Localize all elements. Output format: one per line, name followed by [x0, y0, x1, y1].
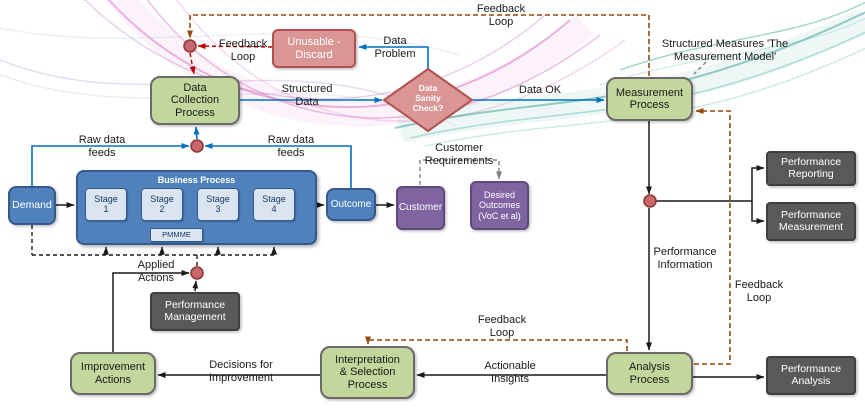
data-collection-process-node: Data Collection Process: [150, 76, 240, 125]
structured-measures-label: Structured Measures 'The Measurement Mod…: [661, 38, 789, 63]
performance-information-label: Performance Information: [653, 246, 717, 271]
applied-actions-label: Applied Actions: [137, 259, 175, 284]
business-process-title: Business Process: [157, 175, 236, 185]
feedback-loop-right-label: Feedback Loop: [734, 279, 784, 304]
edge-to-performance-measurement: [751, 201, 765, 224]
raw-data-feeds-right-label: Raw data feeds: [267, 134, 315, 159]
feedback-loop-bottom-label: Feedback Loop: [477, 314, 527, 339]
demand-node: Demand: [8, 186, 56, 225]
edge-to-performance-reporting: [751, 165, 765, 201]
stage-2-node: Stage 2: [141, 188, 183, 221]
performance-measurement-node: Performance Measurement: [766, 202, 856, 241]
connector-dot-raw-data: [190, 139, 204, 153]
interpretation-selection-process-node: Interpretation & Selection Process: [320, 346, 415, 399]
raw-data-feeds-left-label: Raw data feeds: [78, 134, 126, 159]
performance-reporting-node: Performance Reporting: [766, 151, 856, 186]
outcome-node: Outcome: [326, 188, 376, 221]
feedback-loop-top-label: Feedback Loop: [476, 3, 526, 28]
structured-data-label: Structured Data: [281, 83, 333, 108]
data-problem-label: Data Problem: [374, 35, 416, 60]
decisions-for-improvement-label: Decisions for Improvement: [208, 359, 274, 384]
edge-feedback-right-loop: [694, 108, 731, 365]
stage-3-node: Stage 3: [197, 188, 239, 221]
data-feed-edges: [31, 44, 605, 188]
stage-4-node: Stage 4: [253, 188, 295, 221]
data-ok-label: Data OK: [518, 84, 562, 96]
connector-dot-applied-actions: [190, 266, 204, 280]
analysis-process-node: Analysis Process: [606, 352, 693, 395]
improvement-actions-node: Improvement Actions: [70, 352, 156, 395]
stage-1-node: Stage 1: [85, 188, 127, 221]
feedback-loop-discard-label: Feedback Loop: [218, 38, 268, 63]
edge-junction-to-data-collection: [189, 52, 196, 75]
connector-dot-measurement: [643, 194, 657, 208]
data-sanity-check-label: Data Sanity Check?: [412, 83, 444, 113]
actionable-insights-label: Actionable Insights: [484, 360, 536, 385]
edge-feeds-to-data-collection: [193, 126, 200, 140]
customer-requirements-label: Customer Requirements: [424, 142, 494, 167]
performance-management-node: Performance Management: [150, 292, 240, 331]
edge-performance-management-to-junction: [192, 280, 199, 292]
connector-dot-discard: [183, 39, 197, 53]
measurement-process-node: Measurement Process: [606, 77, 693, 121]
performance-analysis-node: Performance Analysis: [766, 356, 856, 395]
unusable-discard-node: Unusable - Discard: [272, 29, 356, 68]
customer-node: Customer: [396, 186, 445, 230]
pmmme-node: PMMME: [150, 228, 203, 242]
desired-outcomes-node: Desired Outcomes (VoC et al): [470, 181, 529, 230]
